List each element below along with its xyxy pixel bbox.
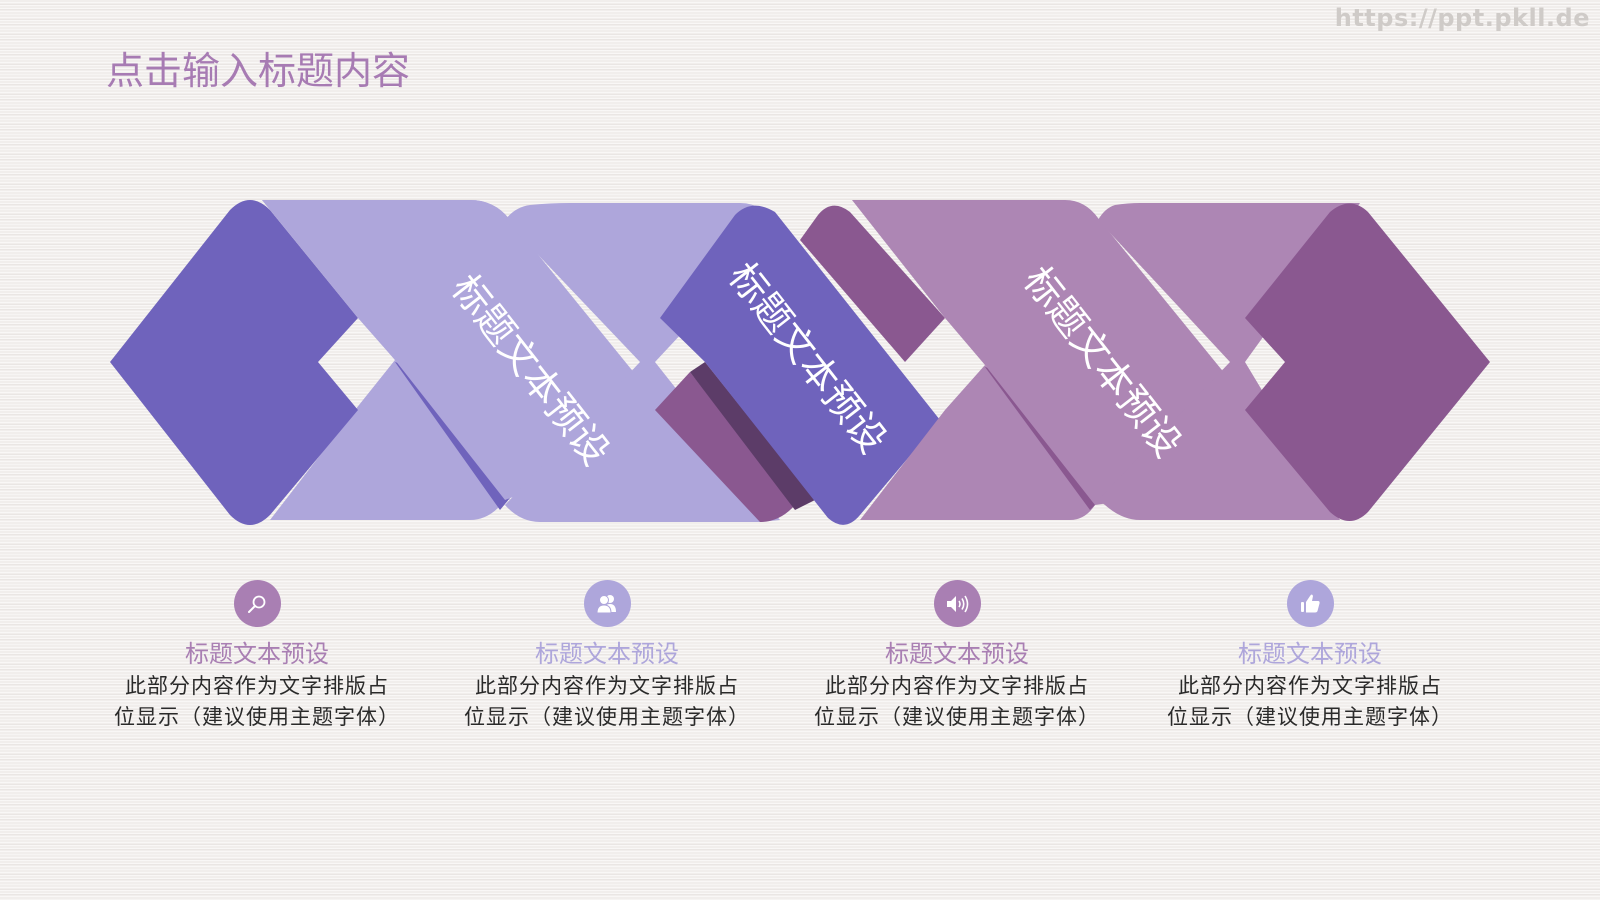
- feature-body-line-1: 此部分内容作为文字排版占: [125, 674, 389, 698]
- ribbon-segment-4: [1098, 203, 1490, 521]
- ribbon-segment-3: [800, 200, 1230, 520]
- feature-body-line-1: 此部分内容作为文字排版占: [475, 674, 739, 698]
- feature-body: 此部分内容作为文字排版占 位显示（建议使用主题字体）: [447, 671, 767, 733]
- ribbon-segment-1: [110, 200, 640, 525]
- feature-body: 此部分内容作为文字排版占 位显示（建议使用主题字体）: [797, 671, 1117, 733]
- watermark-url: https://ppt.pkll.de: [1334, 4, 1590, 32]
- feature-body-line-2: 位显示（建议使用主题字体）: [814, 705, 1100, 729]
- feature-body: 此部分内容作为文字排版占 位显示（建议使用主题字体）: [1150, 671, 1470, 733]
- feature-body-line-1: 此部分内容作为文字排版占: [1178, 674, 1442, 698]
- search-icon: [248, 595, 266, 613]
- feature-body-line-1: 此部分内容作为文字排版占: [825, 674, 1089, 698]
- feature-card-4: 标题文本预设 此部分内容作为文字排版占 位显示（建议使用主题字体）: [1150, 580, 1470, 733]
- feature-body-line-2: 位显示（建议使用主题字体）: [1167, 705, 1453, 729]
- feature-icon-circle: [1286, 580, 1334, 627]
- page-title: 点击输入标题内容: [106, 49, 411, 93]
- feature-icon-circle: [583, 580, 631, 627]
- feature-body-line-2: 位显示（建议使用主题字体）: [464, 705, 750, 729]
- feature-icon-circle: [933, 580, 981, 627]
- feature-title: 标题文本预设: [1238, 640, 1382, 668]
- thumbs-up-icon: [1301, 594, 1320, 612]
- users-icon: [596, 594, 616, 613]
- feature-card-1: 标题文本预设 此部分内容作为文字排版占 位显示（建议使用主题字体）: [97, 580, 417, 733]
- feature-title: 标题文本预设: [885, 640, 1029, 668]
- feature-title: 标题文本预设: [185, 640, 329, 668]
- speaker-icon: [947, 595, 969, 612]
- feature-body-line-2: 位显示（建议使用主题字体）: [114, 705, 400, 729]
- feature-body: 此部分内容作为文字排版占 位显示（建议使用主题字体）: [97, 671, 417, 733]
- feature-card-2: 标题文本预设 此部分内容作为文字排版占 位显示（建议使用主题字体）: [447, 580, 767, 733]
- feature-title: 标题文本预设: [535, 640, 679, 668]
- feature-card-3: 标题文本预设 此部分内容作为文字排版占 位显示（建议使用主题字体）: [797, 580, 1117, 733]
- feature-icon-circle: [233, 580, 281, 627]
- ribbon-segment-2: [505, 203, 940, 525]
